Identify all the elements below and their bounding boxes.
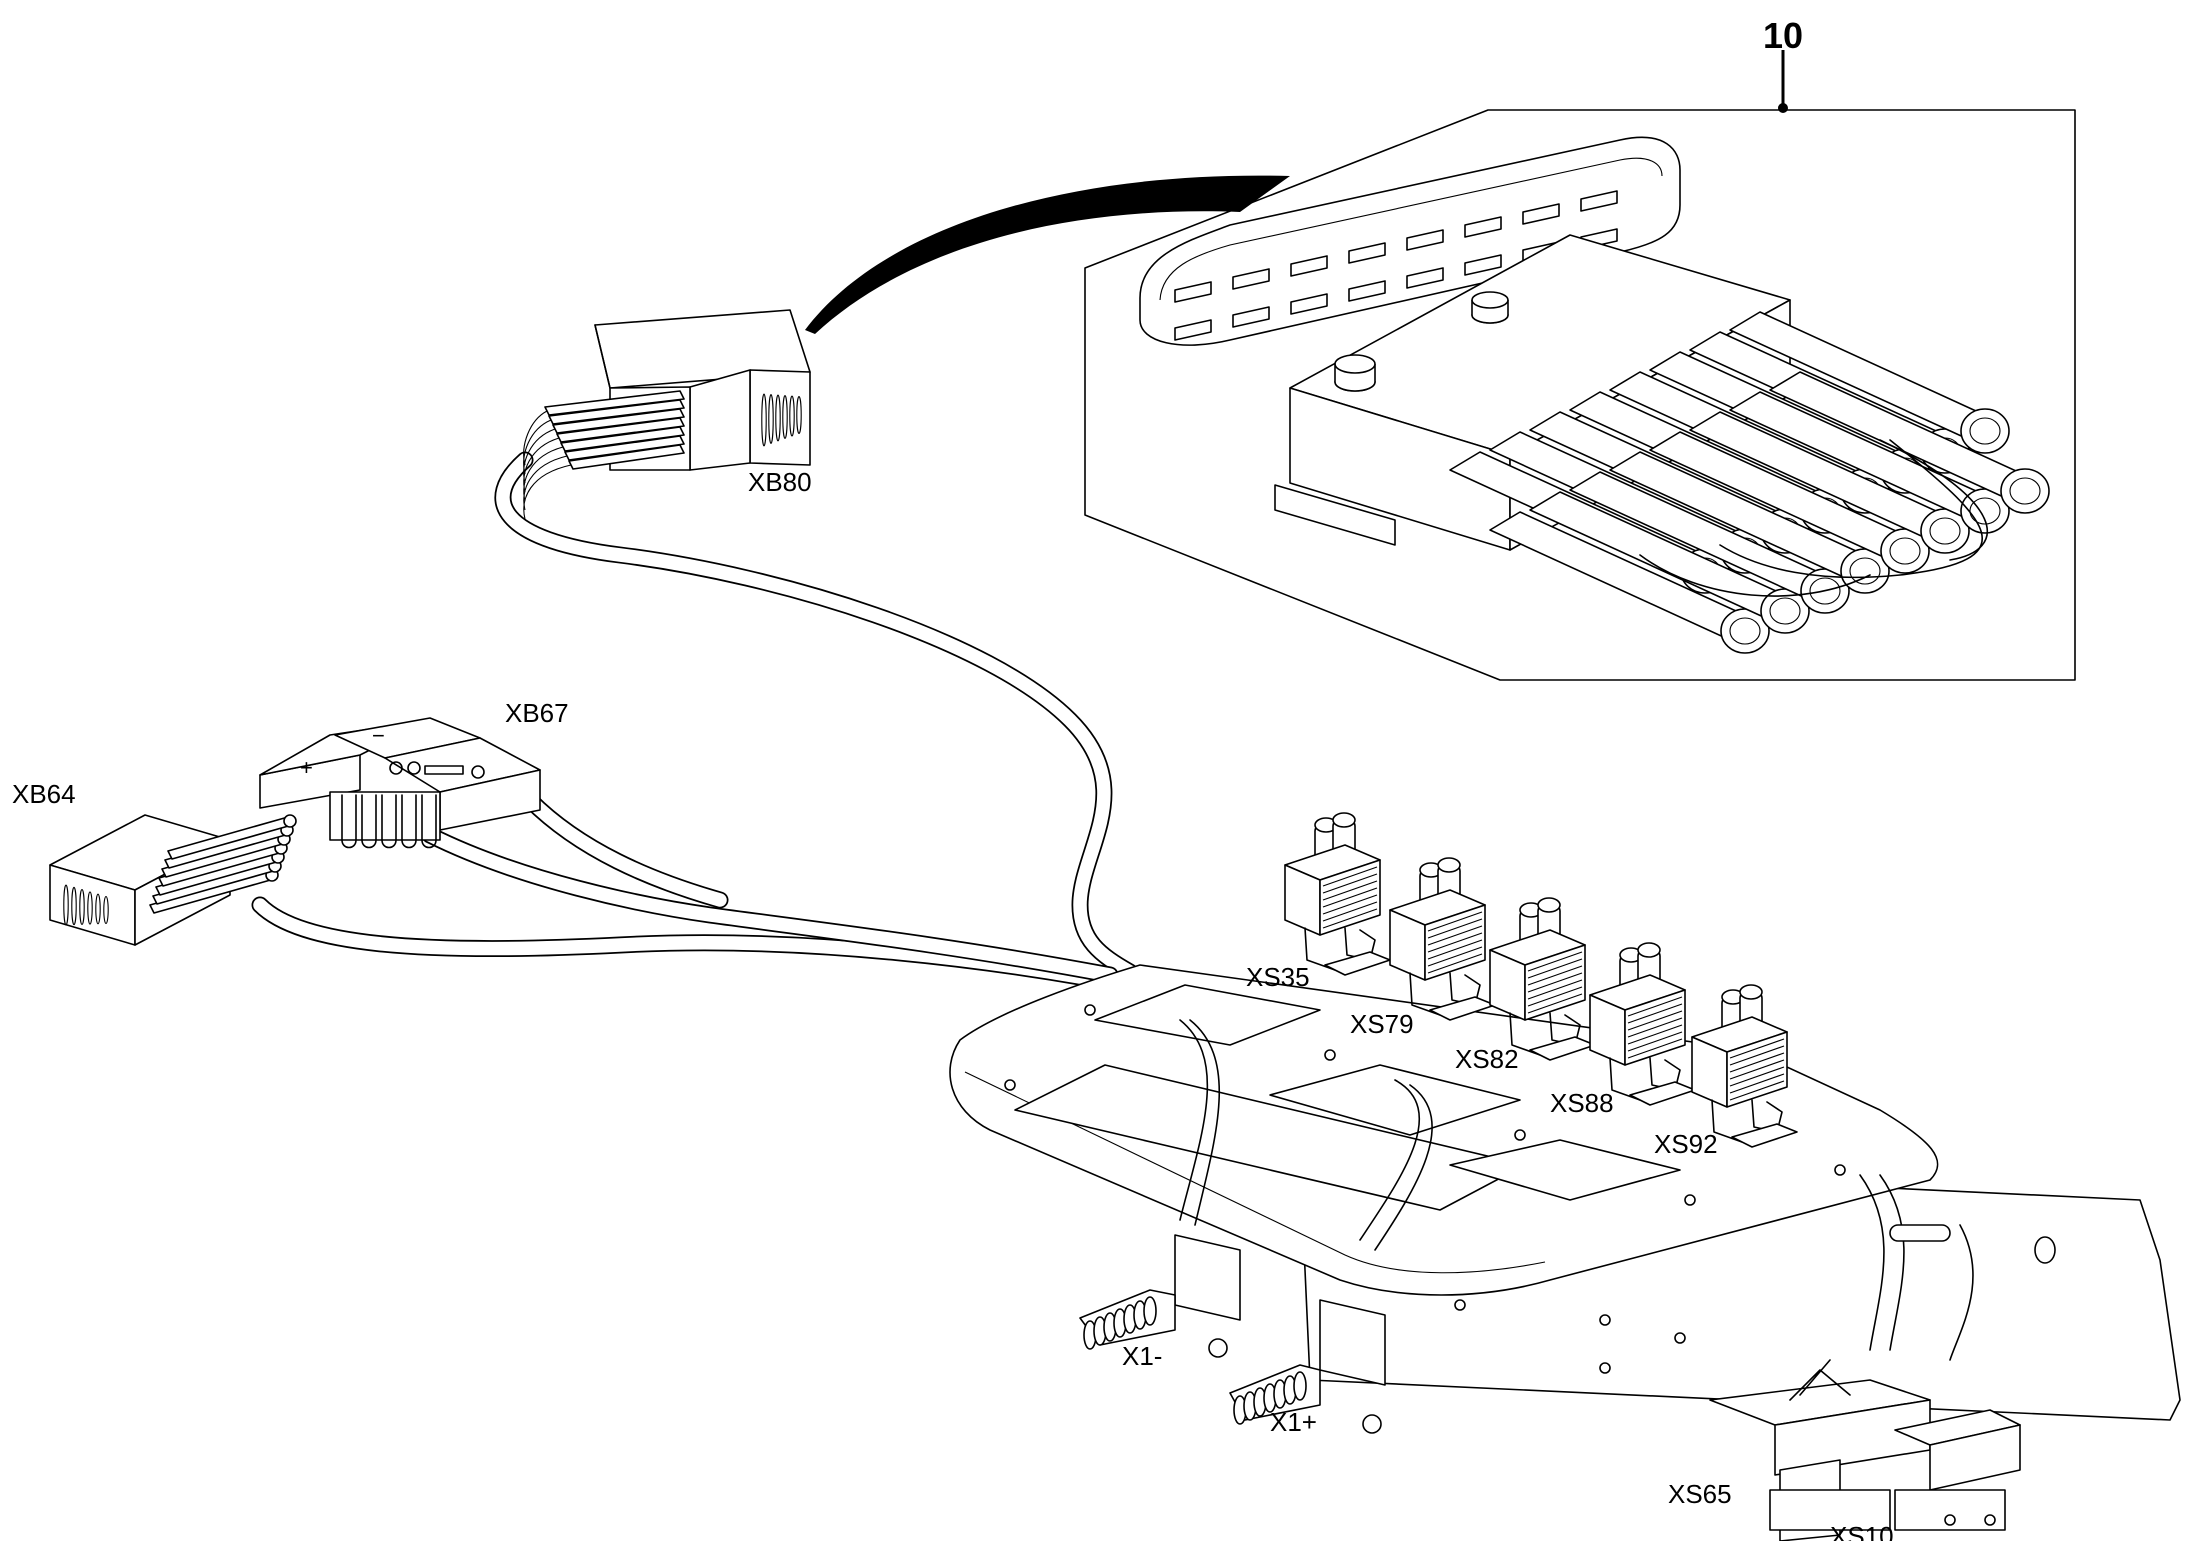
connector-face bbox=[1139, 136, 1681, 346]
label-xs65: XS65 bbox=[1668, 1479, 1732, 1509]
wire-sleeve bbox=[556, 417, 685, 443]
contact-slot bbox=[1464, 216, 1502, 238]
contact-slot bbox=[1522, 203, 1560, 225]
housing-fin bbox=[421, 794, 437, 849]
label-xs79: XS79 bbox=[1350, 1009, 1414, 1039]
relay-connector bbox=[1389, 857, 1496, 1021]
cables bbox=[251, 451, 1159, 999]
relay-connector bbox=[1589, 942, 1696, 1106]
connector-body bbox=[1274, 234, 2050, 654]
label-x1-minus: X1- bbox=[1122, 1341, 1162, 1371]
relay-connectors bbox=[1284, 812, 1798, 1148]
housing-fin bbox=[401, 794, 417, 849]
relay-connector bbox=[1489, 897, 1596, 1061]
wire-sleeve bbox=[568, 444, 685, 470]
connector-xb64: XB64 bbox=[12, 779, 297, 946]
label-xs10: XS10 bbox=[1830, 1521, 1894, 1541]
plus-marking: + bbox=[300, 755, 313, 780]
contact-slot bbox=[1406, 229, 1444, 251]
housing-fin bbox=[361, 794, 377, 849]
stud-x1-minus: X1- bbox=[1079, 1234, 1241, 1371]
contact-slot bbox=[1580, 190, 1618, 212]
contact-slot bbox=[1290, 255, 1328, 277]
label-xs92: XS92 bbox=[1654, 1129, 1718, 1159]
detail-arrow bbox=[805, 175, 1290, 334]
relay-connector bbox=[1284, 812, 1391, 976]
label-xs88: XS88 bbox=[1550, 1088, 1614, 1118]
contact-slot bbox=[1232, 306, 1270, 328]
label-xs82: XS82 bbox=[1455, 1044, 1519, 1074]
contact-slot bbox=[1348, 280, 1386, 302]
wire-sleeve bbox=[548, 399, 685, 425]
contact-slot bbox=[1174, 281, 1212, 303]
minus-marking: − bbox=[372, 723, 385, 748]
wire-sleeve bbox=[564, 435, 685, 461]
housing-fin bbox=[381, 794, 397, 849]
wire-sleeve bbox=[560, 426, 685, 452]
label-xb67: XB67 bbox=[505, 698, 569, 728]
callout-number: 10 bbox=[1763, 15, 1803, 56]
pin-end bbox=[1960, 408, 2010, 454]
wire-sleeve bbox=[544, 390, 685, 416]
detail-inset-10: 10 bbox=[805, 15, 2076, 681]
connector-xb67: + − XB67 bbox=[259, 698, 569, 849]
pin-end bbox=[2000, 468, 2050, 514]
locking-post bbox=[1334, 354, 1376, 392]
contact-slot bbox=[1348, 242, 1386, 264]
label-xs35: XS35 bbox=[1246, 962, 1310, 992]
locking-post bbox=[1471, 291, 1509, 324]
mounting-plate bbox=[949, 964, 2181, 1421]
connector-xb80: XB80 bbox=[523, 309, 812, 520]
contact-slot bbox=[1290, 293, 1328, 315]
contact-slot bbox=[1464, 254, 1502, 276]
terminal-xs10: XS10 bbox=[1830, 1409, 2021, 1541]
terminal-xs65: XS65 bbox=[1668, 1359, 1931, 1541]
thread-ridge bbox=[1143, 1296, 1157, 1326]
label-x1-plus: X1+ bbox=[1270, 1407, 1317, 1437]
relay-connector bbox=[1691, 984, 1798, 1148]
housing-fin bbox=[341, 794, 357, 849]
contact-slot bbox=[1406, 267, 1444, 289]
wire-sleeve bbox=[552, 408, 685, 434]
contact-slot bbox=[1174, 319, 1212, 341]
label-xb80: XB80 bbox=[748, 467, 812, 497]
thread-ridge bbox=[1293, 1371, 1307, 1401]
label-xb64: XB64 bbox=[12, 779, 76, 809]
stud-x1-plus: X1+ bbox=[1229, 1299, 1386, 1437]
contact-slot bbox=[1232, 268, 1270, 290]
